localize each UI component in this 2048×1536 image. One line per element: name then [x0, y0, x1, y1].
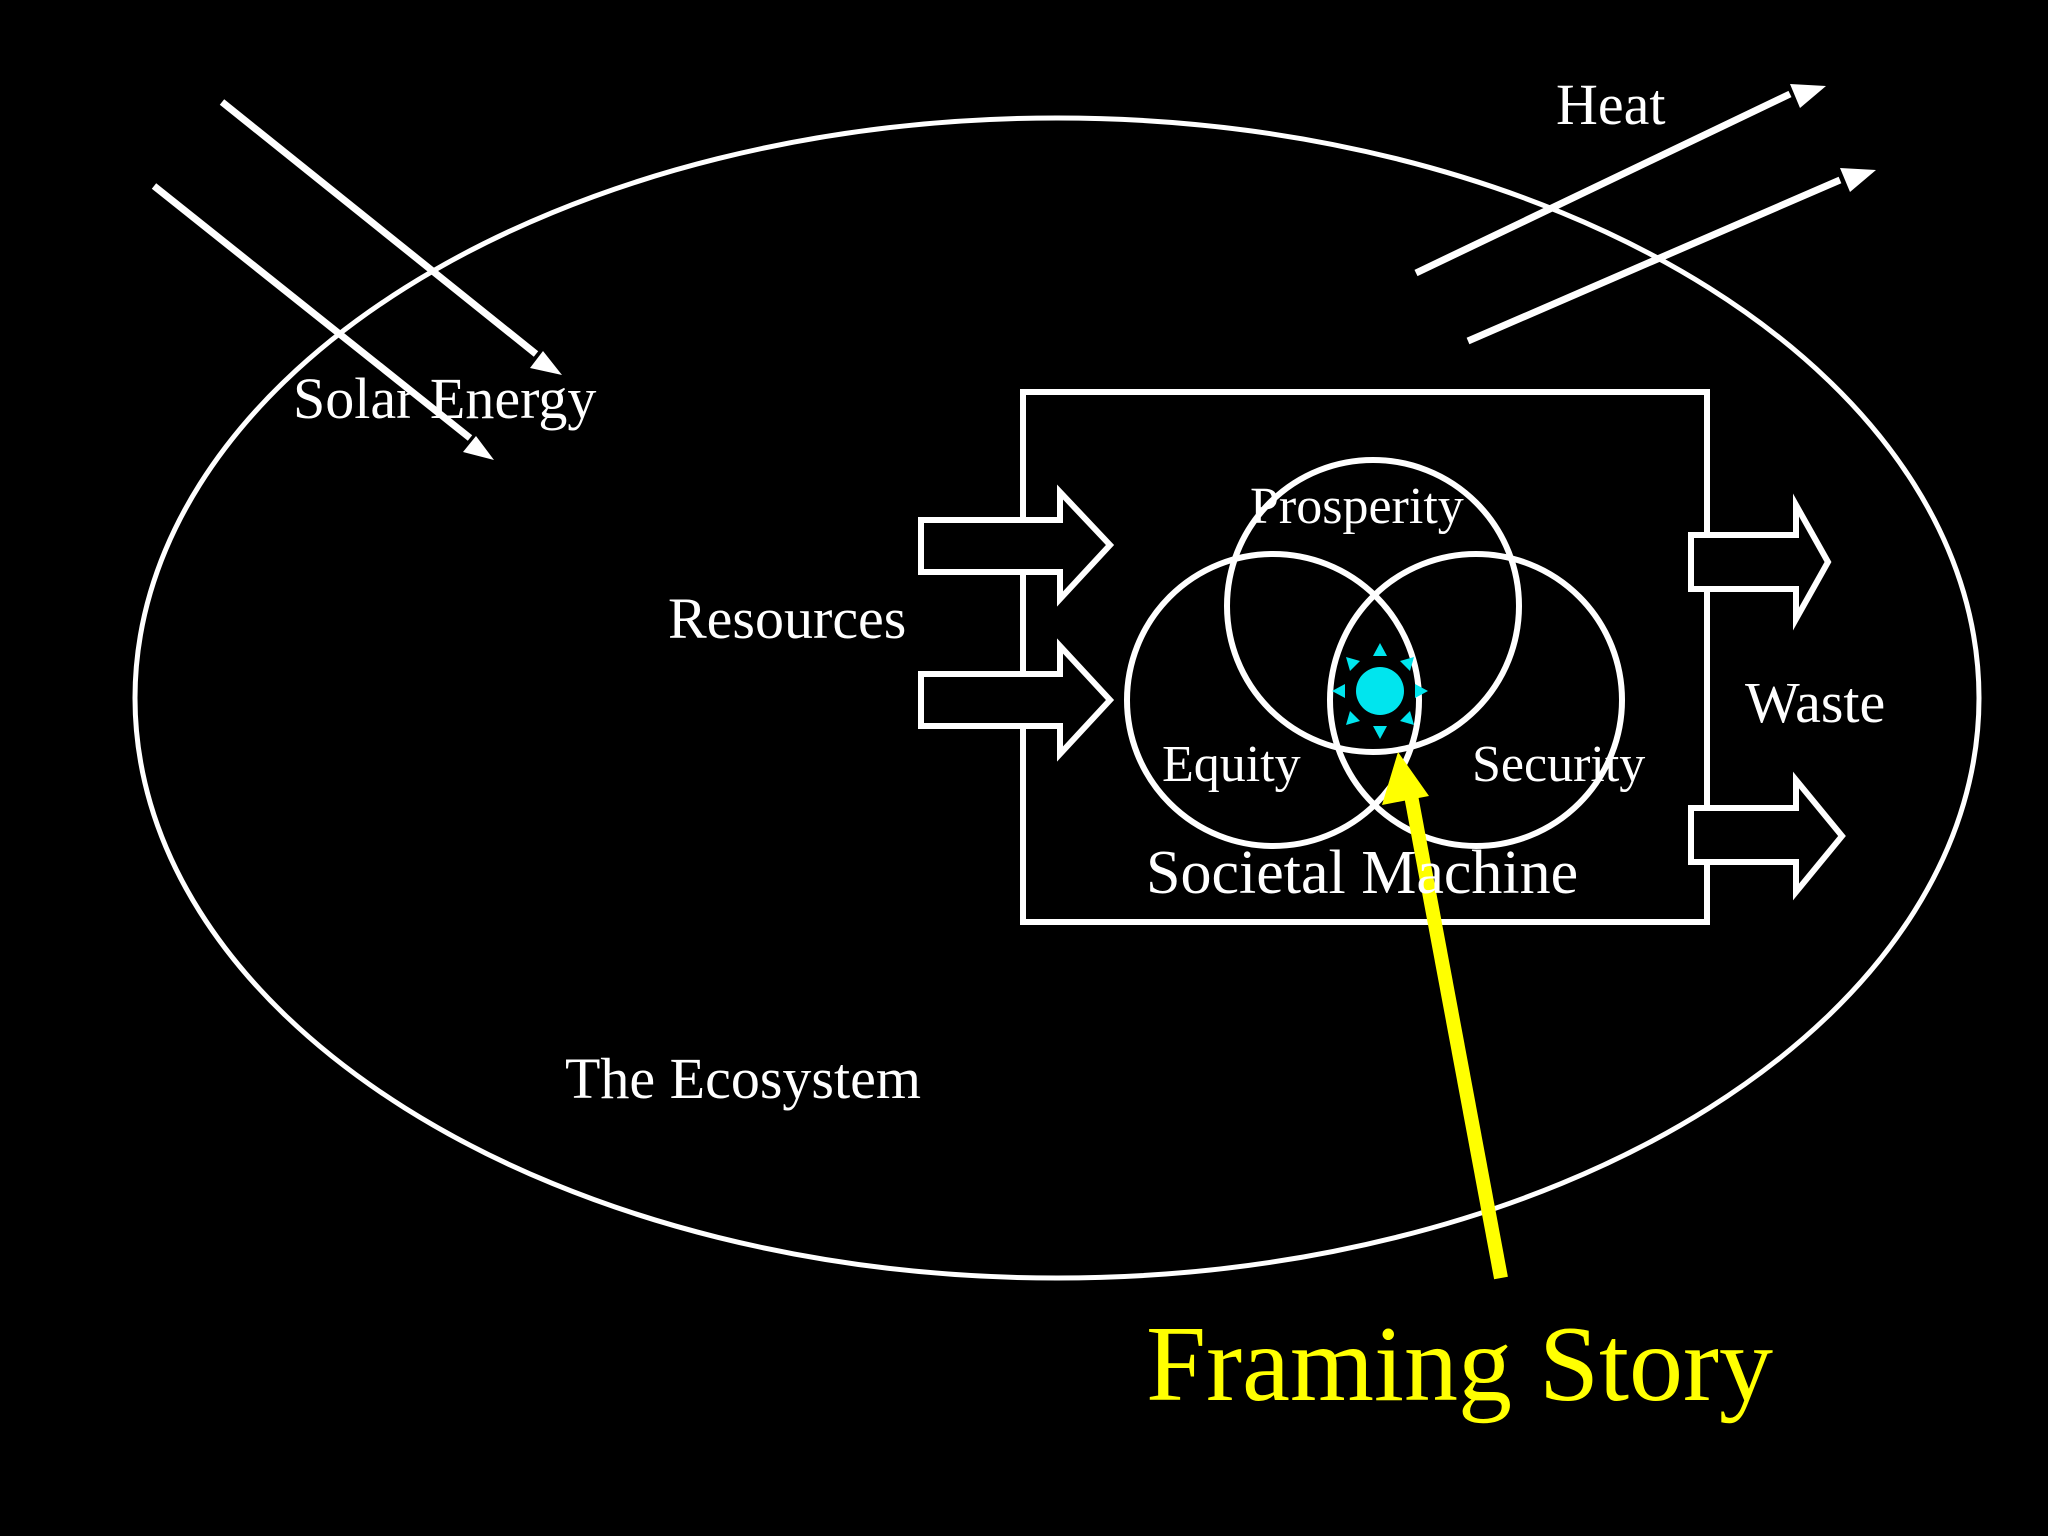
prosperity-label: Prosperity [1250, 478, 1464, 535]
societal-machine-label: Societal Machine [1146, 839, 1578, 907]
framing-story-label: Framing Story [1146, 1305, 1773, 1424]
equity-label: Equity [1162, 736, 1301, 793]
security-circle [1327, 551, 1625, 849]
resources-label: Resources [668, 586, 906, 651]
framing-story-pointer [1382, 752, 1508, 1280]
heat-label: Heat [1556, 72, 1666, 137]
equity-circle [1124, 551, 1422, 849]
solar-arrow-2 [151, 183, 473, 441]
resource-arrow-bottom [918, 638, 1115, 762]
framing-story-arrow-shaft [1403, 788, 1508, 1280]
solar-arrow-1-head [530, 351, 562, 375]
solar-arrow-2-head [463, 436, 494, 460]
ecosystem-ellipse [132, 115, 1982, 1281]
resource-arrow-top [918, 484, 1115, 607]
solar-arrow-1 [219, 99, 539, 357]
heat-arrow-1 [1414, 90, 1792, 277]
ecosystem-label: The Ecosystem [565, 1046, 921, 1111]
heat-arrow-1-head [1790, 84, 1826, 108]
societal-machine-box [1020, 389, 1710, 925]
sun-icon [1332, 643, 1428, 739]
prosperity-circle [1224, 457, 1522, 755]
framing-story-arrow-head [1382, 752, 1429, 805]
waste-label: Waste [1745, 670, 1885, 735]
venn-diagram [1124, 457, 1625, 849]
security-label: Security [1472, 736, 1645, 793]
solar-energy-arrows [151, 99, 562, 460]
waste-arrow-bottom [1688, 771, 1846, 901]
waste-arrow-top [1688, 493, 1832, 631]
heat-arrow-2-head [1840, 168, 1876, 192]
solar-energy-label: Solar Energy [293, 366, 596, 431]
heat-arrows [1414, 84, 1876, 345]
heat-arrow-2 [1466, 176, 1842, 345]
